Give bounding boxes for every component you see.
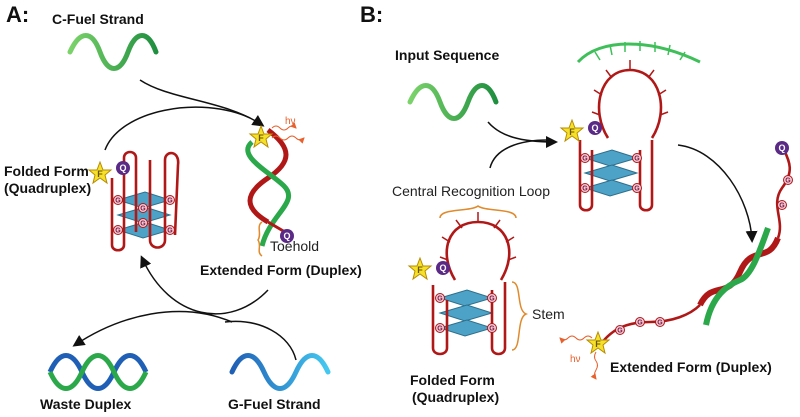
guanine-letter: G: [637, 320, 643, 327]
waste-duplex-label: Waste Duplex: [40, 396, 131, 412]
emission-b: hν: [559, 335, 598, 380]
guanine-letter: G: [489, 326, 495, 333]
quadruplex-b-top: G G G G F Q: [559, 41, 701, 212]
guanine-letter: G: [779, 203, 785, 210]
fluorophore-b-extended: F: [585, 330, 611, 355]
quencher-b-folded-letter: Q: [439, 263, 446, 273]
recognition-loop-bracket: [439, 205, 517, 219]
emission-b-hv: hν: [570, 354, 581, 365]
guanine-letter: G: [489, 296, 495, 303]
toehold-bracket: [257, 221, 263, 257]
fluorophore-b-top-letter: F: [569, 127, 575, 137]
quencher-b-folded: Q: [436, 261, 450, 275]
fluorophore-b-folded: F: [407, 256, 433, 281]
panel-b-label: B:: [360, 2, 383, 27]
quencher-b-extended: Q: [775, 141, 789, 155]
central-recognition-loop-label: Central Recognition Loop: [392, 183, 550, 199]
quadruplex-b-folded: G G G G F Q: [407, 212, 517, 356]
guanine-letter: G: [167, 228, 173, 235]
guanine-letter: G: [785, 178, 791, 185]
duplex-a-tail: [267, 220, 286, 234]
fluorophore-duplex-a: F: [248, 124, 274, 149]
bound-input-ticks: [594, 41, 686, 61]
arrow-c-fuel-to-duplex: [139, 79, 265, 127]
fluorophore-a: F: [87, 160, 113, 185]
input-sequence-label: Input Sequence: [395, 47, 499, 63]
input-sequence-strand: [407, 83, 499, 121]
stem-label: Stem: [532, 306, 565, 322]
guanine-letter: G: [140, 221, 146, 228]
fluorophore-b-extended-letter: F: [595, 339, 601, 349]
panel-b: B: Input Sequence: [360, 2, 793, 405]
arrow-input-to-quadruplex: [487, 121, 558, 148]
emission-a-hv: hν: [285, 116, 296, 127]
folded-form-a-label-2: (Quadruplex): [4, 180, 91, 196]
guanine-letter: G: [634, 156, 640, 163]
folded-form-b-label-1: Folded Form: [410, 372, 495, 388]
guanine-letter: G: [657, 320, 663, 327]
duplex-b-green-strand: [703, 226, 771, 326]
guanine-letter: G: [582, 156, 588, 163]
guanine-letter: G: [437, 296, 443, 303]
recognition-loop-top-ticks: [591, 60, 669, 116]
guanine-letter: G: [617, 328, 623, 335]
guanine-letter: G: [115, 198, 121, 205]
quencher-a: Q: [116, 161, 130, 175]
quencher-a-letter: Q: [119, 163, 126, 173]
quencher-b-top-letter: Q: [591, 123, 598, 133]
arrow-to-waste: [72, 310, 233, 347]
extended-b-single-strand-left: [596, 304, 701, 349]
guanine-letter: G: [437, 326, 443, 333]
recognition-loop-lower: [445, 220, 511, 281]
guanine-letter: G: [582, 186, 588, 193]
cycle-arc-top: [104, 106, 251, 151]
arrow-from-g-fuel: [224, 320, 297, 361]
fluorophore-duplex-a-letter: F: [258, 133, 264, 143]
folded-form-b-label-2: (Quadruplex): [412, 389, 499, 405]
guanine-tetrad-stack-a: [116, 191, 172, 239]
quencher-duplex-a: Q: [280, 229, 294, 243]
duplex-a-red-strand: [247, 128, 289, 225]
recognition-loop-top: [597, 68, 663, 139]
duplex-b-red-strand: [697, 236, 781, 307]
fluorophore-b-folded-letter: F: [417, 265, 423, 275]
quencher-b-extended-letter: Q: [778, 143, 785, 153]
extended-b-single-strand-right: [775, 149, 792, 239]
arrow-to-extended-b: [677, 144, 758, 243]
guanine-letter: G: [115, 228, 121, 235]
folded-form-a-label-1: Folded Form: [4, 163, 89, 179]
g-fuel-strand: [229, 353, 331, 391]
guanine-letter: G: [634, 186, 640, 193]
recognition-loop-lower-ticks: [439, 212, 517, 261]
arrow-folded-to-recognition: [489, 139, 549, 169]
guanine-letter: G: [140, 206, 146, 213]
g-fuel-strand-label: G-Fuel Strand: [228, 396, 321, 412]
fluorophore-a-letter: F: [97, 169, 103, 179]
quadruplex-a: G G G G G G F Q: [87, 150, 180, 252]
panel-a-label: A:: [6, 2, 29, 27]
panel-a: A: C-Fuel Strand G G G G G G: [4, 2, 362, 412]
emission-a: hν: [271, 116, 305, 144]
quencher-b-top: Q: [588, 121, 602, 135]
fluorophore-b-top: F: [559, 118, 585, 143]
guanine-beads-a: G G G G G G: [113, 195, 175, 235]
c-fuel-strand: [67, 33, 159, 71]
stem-bracket: [511, 281, 529, 351]
extended-form-b-label: Extended Form (Duplex): [610, 359, 772, 375]
extended-duplex-b: G G G G G Q F hν: [559, 141, 793, 380]
toehold-label: Toehold: [270, 238, 319, 254]
extended-form-a-label: Extended Form (Duplex): [200, 262, 362, 278]
guanine-letter: G: [167, 198, 173, 205]
c-fuel-strand-label: C-Fuel Strand: [52, 11, 144, 27]
cycle-arc-bottom: [140, 255, 269, 315]
quencher-duplex-a-letter: Q: [283, 231, 290, 241]
extended-duplex-a: F Q hν: [245, 116, 305, 247]
waste-duplex: [47, 353, 149, 391]
